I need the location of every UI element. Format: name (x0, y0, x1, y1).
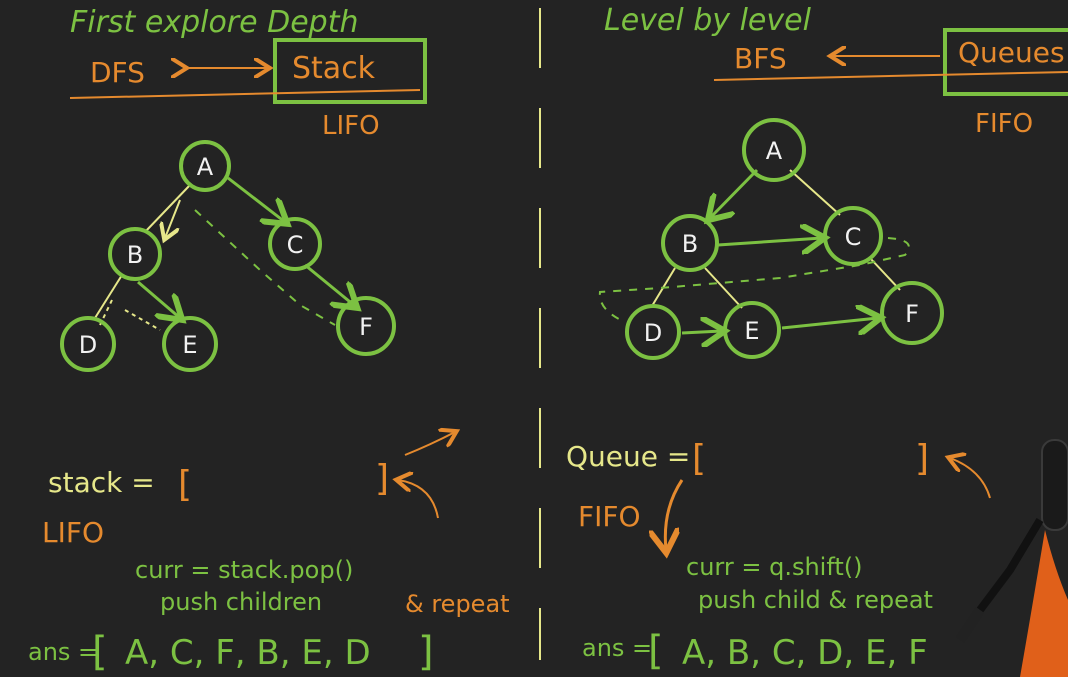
svg-text:A: A (197, 153, 214, 181)
fifo-note: FIFO (578, 500, 641, 533)
dfs-label: DFS (90, 56, 145, 89)
svg-text:D: D (79, 331, 97, 359)
dfs-node-c: C (268, 217, 322, 271)
dfs-ans-values: A, C, F, B, E, D (125, 633, 371, 673)
microphone-icon (955, 439, 1068, 677)
stack-close-bracket: ] (375, 458, 389, 499)
stack-open-bracket: [ (178, 464, 192, 505)
dfs-code-line-3: & repeat (405, 590, 510, 618)
stack-word: Stack (292, 51, 376, 86)
bfs-heading: Level by level (604, 3, 812, 38)
svg-text:B: B (682, 230, 698, 258)
queue-dequeue-arrow (665, 479, 684, 550)
stack-order-label: LIFO (322, 111, 380, 141)
bfs-node-d: D (625, 304, 681, 360)
svg-text:A: A (766, 137, 783, 165)
queue-label: Queue = (566, 440, 690, 473)
svg-text:B: B (127, 241, 143, 269)
bfs-underline (713, 71, 1068, 81)
dfs-heading: First explore Depth (70, 5, 359, 40)
queue-open-bracket: [ (692, 438, 706, 479)
bfs-label: BFS (734, 42, 787, 75)
dfs-ans-open: [ (92, 629, 108, 675)
stack-label: stack = (48, 466, 155, 499)
stack-box (273, 38, 427, 104)
svg-text:F: F (905, 300, 919, 328)
dfs-ans-label: ans = (28, 638, 98, 666)
svg-text:C: C (287, 231, 304, 259)
bfs-ans-open: [ (648, 628, 664, 674)
queue-word: Queues (958, 36, 1065, 69)
bfs-node-f: F (880, 281, 944, 345)
svg-text:E: E (744, 317, 759, 345)
dfs-node-e: E (162, 316, 218, 372)
dfs-code-line-2: push children (160, 588, 322, 616)
svg-text:C: C (845, 223, 862, 251)
bfs-ans-values: A, B, C, D, E, F (682, 633, 928, 673)
svg-text:E: E (182, 331, 197, 359)
dfs-code-line-1: curr = stack.pop() (135, 556, 353, 584)
dfs-ans-close: ] (418, 629, 434, 675)
svg-text:F: F (359, 313, 373, 341)
bfs-tree-edges (598, 168, 910, 333)
bfs-node-e: E (723, 301, 781, 359)
queue-enqueue-arrow (950, 458, 991, 499)
queue-order-label: FIFO (975, 109, 1033, 139)
queue-close-bracket: ] (915, 438, 929, 479)
bfs-node-a: A (742, 118, 806, 182)
bfs-code-line-1: curr = q.shift() (686, 553, 863, 581)
dfs-node-b: B (108, 227, 162, 281)
bfs-node-b: B (661, 214, 719, 272)
queue-box (943, 28, 1068, 96)
svg-text:D: D (644, 319, 662, 347)
dfs-node-d: D (60, 316, 116, 372)
bfs-code-line-2: push child & repeat (698, 586, 933, 614)
dfs-node-f: F (336, 296, 396, 356)
lifo-note: LIFO (42, 516, 104, 549)
stack-push-arrow (404, 432, 455, 456)
bfs-ans-label: ans = (582, 634, 652, 662)
bfs-node-c: C (823, 206, 883, 266)
stack-pop-arrow (398, 480, 439, 519)
dfs-underline (69, 89, 421, 99)
dfs-tree-edges (94, 176, 355, 331)
dfs-node-a: A (179, 140, 231, 192)
